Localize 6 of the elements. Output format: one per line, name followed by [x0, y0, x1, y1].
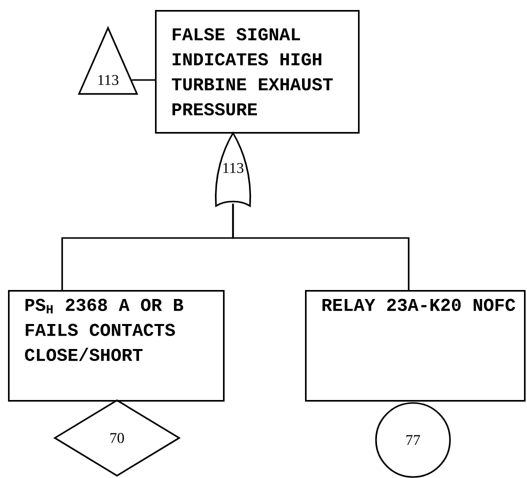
connector-line — [232, 204, 410, 290]
event-box: PS$_{H}$ 2368 A OR B FAILS CONTACTS CLOSE/SHORT — [8, 290, 225, 402]
or-gate: 113 — [214, 132, 252, 207]
event-box: FALSE SIGNAL INDICATES HIGH TURBINE EXHAUST PRESSURE — [155, 10, 360, 134]
event-box: RELAY 23A-K20 NOFC — [305, 290, 526, 402]
connector-line — [132, 79, 155, 81]
